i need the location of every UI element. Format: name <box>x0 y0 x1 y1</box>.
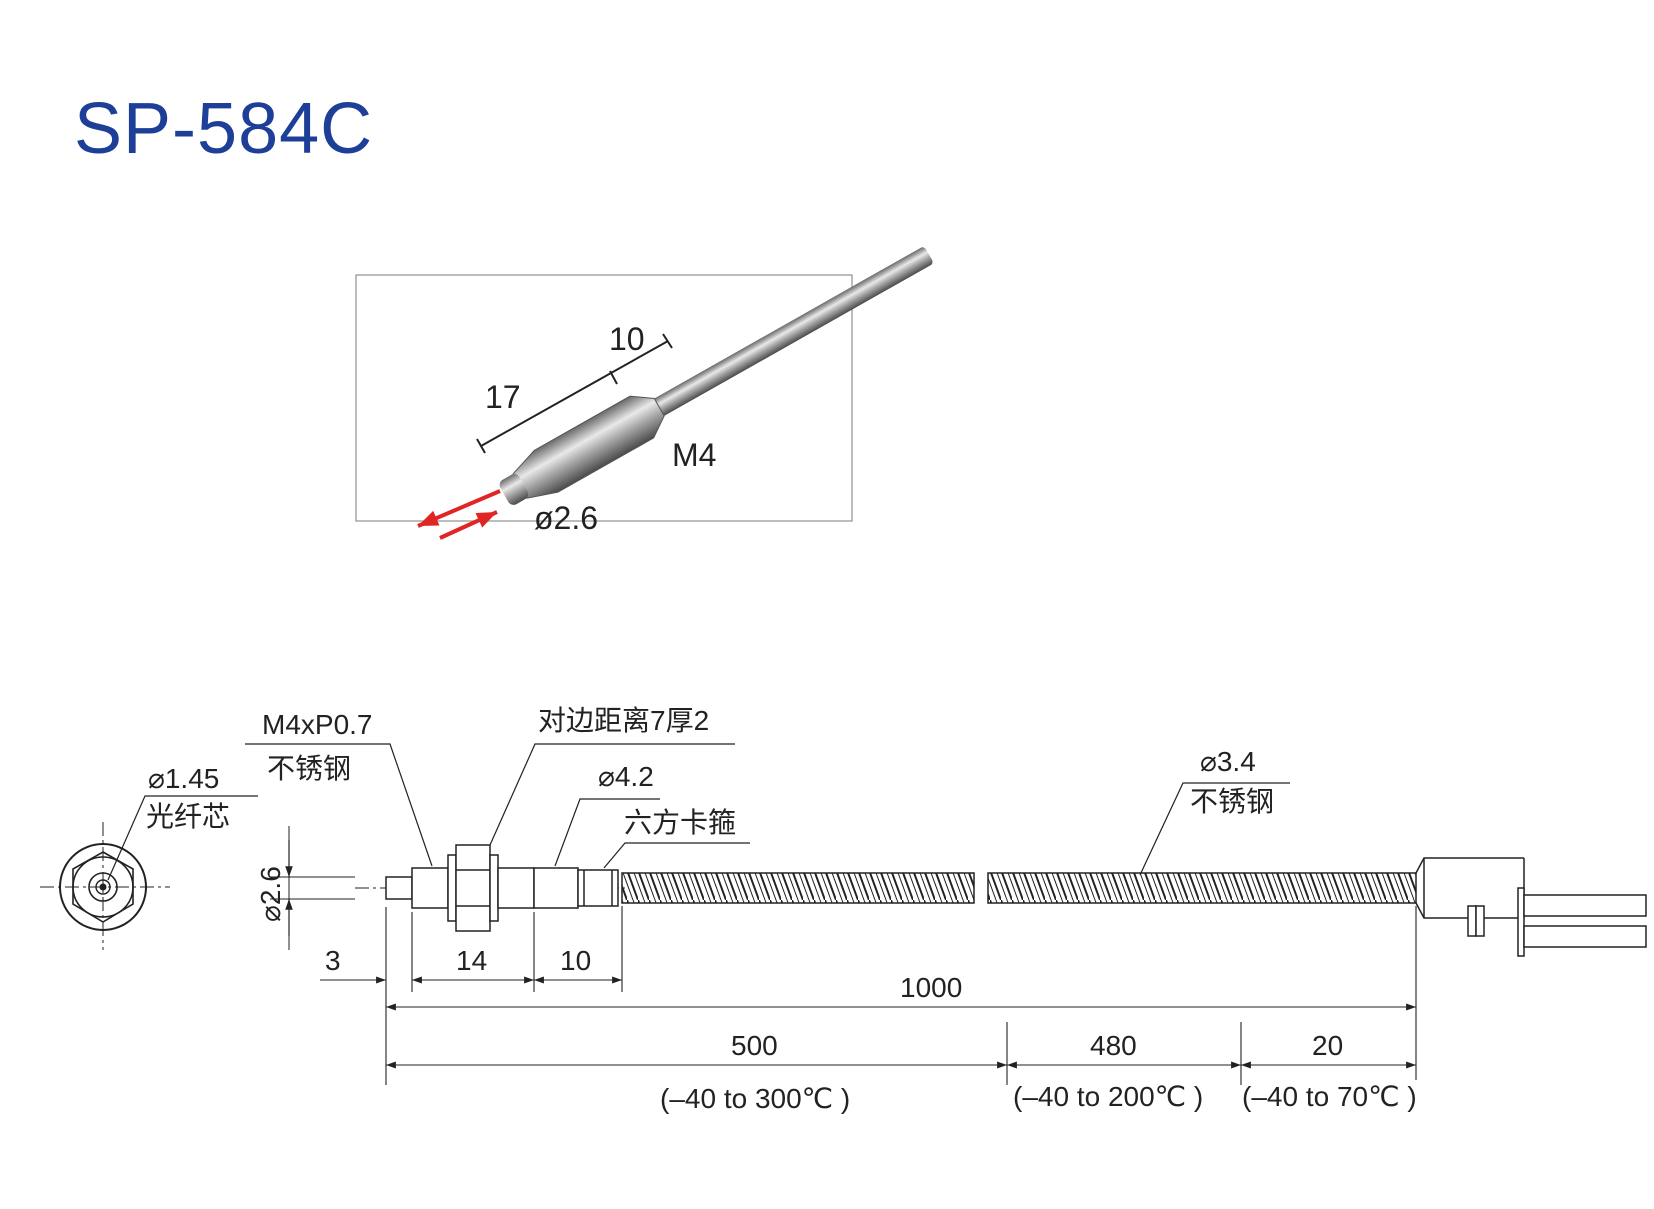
photo-tube <box>638 247 933 425</box>
ferrule-dia-label: ⌀4.2 <box>598 761 654 792</box>
thread-material-label: 不锈钢 <box>267 753 351 784</box>
spiral-tube-left <box>621 872 975 904</box>
photo-dim-17: 17 <box>485 379 521 415</box>
side-view <box>245 743 1647 957</box>
photo-tip-dia: ø2.6 <box>534 500 598 536</box>
dim-3: 3 <box>325 945 341 976</box>
dim-20: 20 <box>1312 1030 1343 1061</box>
temp-range-20: (–40 to 70℃ ) <box>1242 1081 1417 1112</box>
photo-frame <box>355 274 853 522</box>
dim-10: 10 <box>560 945 591 976</box>
dim-1000: 1000 <box>900 972 962 1003</box>
nut-spec-label: 对边距离7厚2 <box>538 705 709 736</box>
thread-spec-label: M4xP0.7 <box>262 709 373 740</box>
product-title: SP-584C <box>74 89 374 169</box>
tube-dia-label: ⌀3.4 <box>1200 746 1256 777</box>
photo-tip <box>499 474 529 505</box>
emit-arrow <box>417 489 501 528</box>
dim-480: 480 <box>1090 1030 1137 1061</box>
clamp-label: 六方卡箍 <box>624 807 736 838</box>
spiral-tube-right <box>987 872 1417 904</box>
temp-range-480: (–40 to 200℃ ) <box>1013 1081 1203 1112</box>
tube-material-label: 不锈钢 <box>1190 786 1274 817</box>
photo-sleeve <box>512 395 665 499</box>
core-dia-label: ⌀1.45 <box>148 763 219 794</box>
photo-thread-label: M4 <box>672 437 716 473</box>
end-view <box>40 795 258 950</box>
core-label: 光纤芯 <box>146 801 230 832</box>
dim-14: 14 <box>456 945 487 976</box>
dim-500: 500 <box>731 1030 778 1061</box>
photo-dim-10: 10 <box>609 321 645 357</box>
receive-arrow <box>439 510 498 540</box>
probe-photo: 17 10 M4 ø2.6 <box>355 247 933 540</box>
dimensions <box>320 906 1417 1085</box>
tip-dia-label: ⌀2.6 <box>255 866 286 922</box>
temp-range-500: (–40 to 300℃ ) <box>660 1083 850 1114</box>
